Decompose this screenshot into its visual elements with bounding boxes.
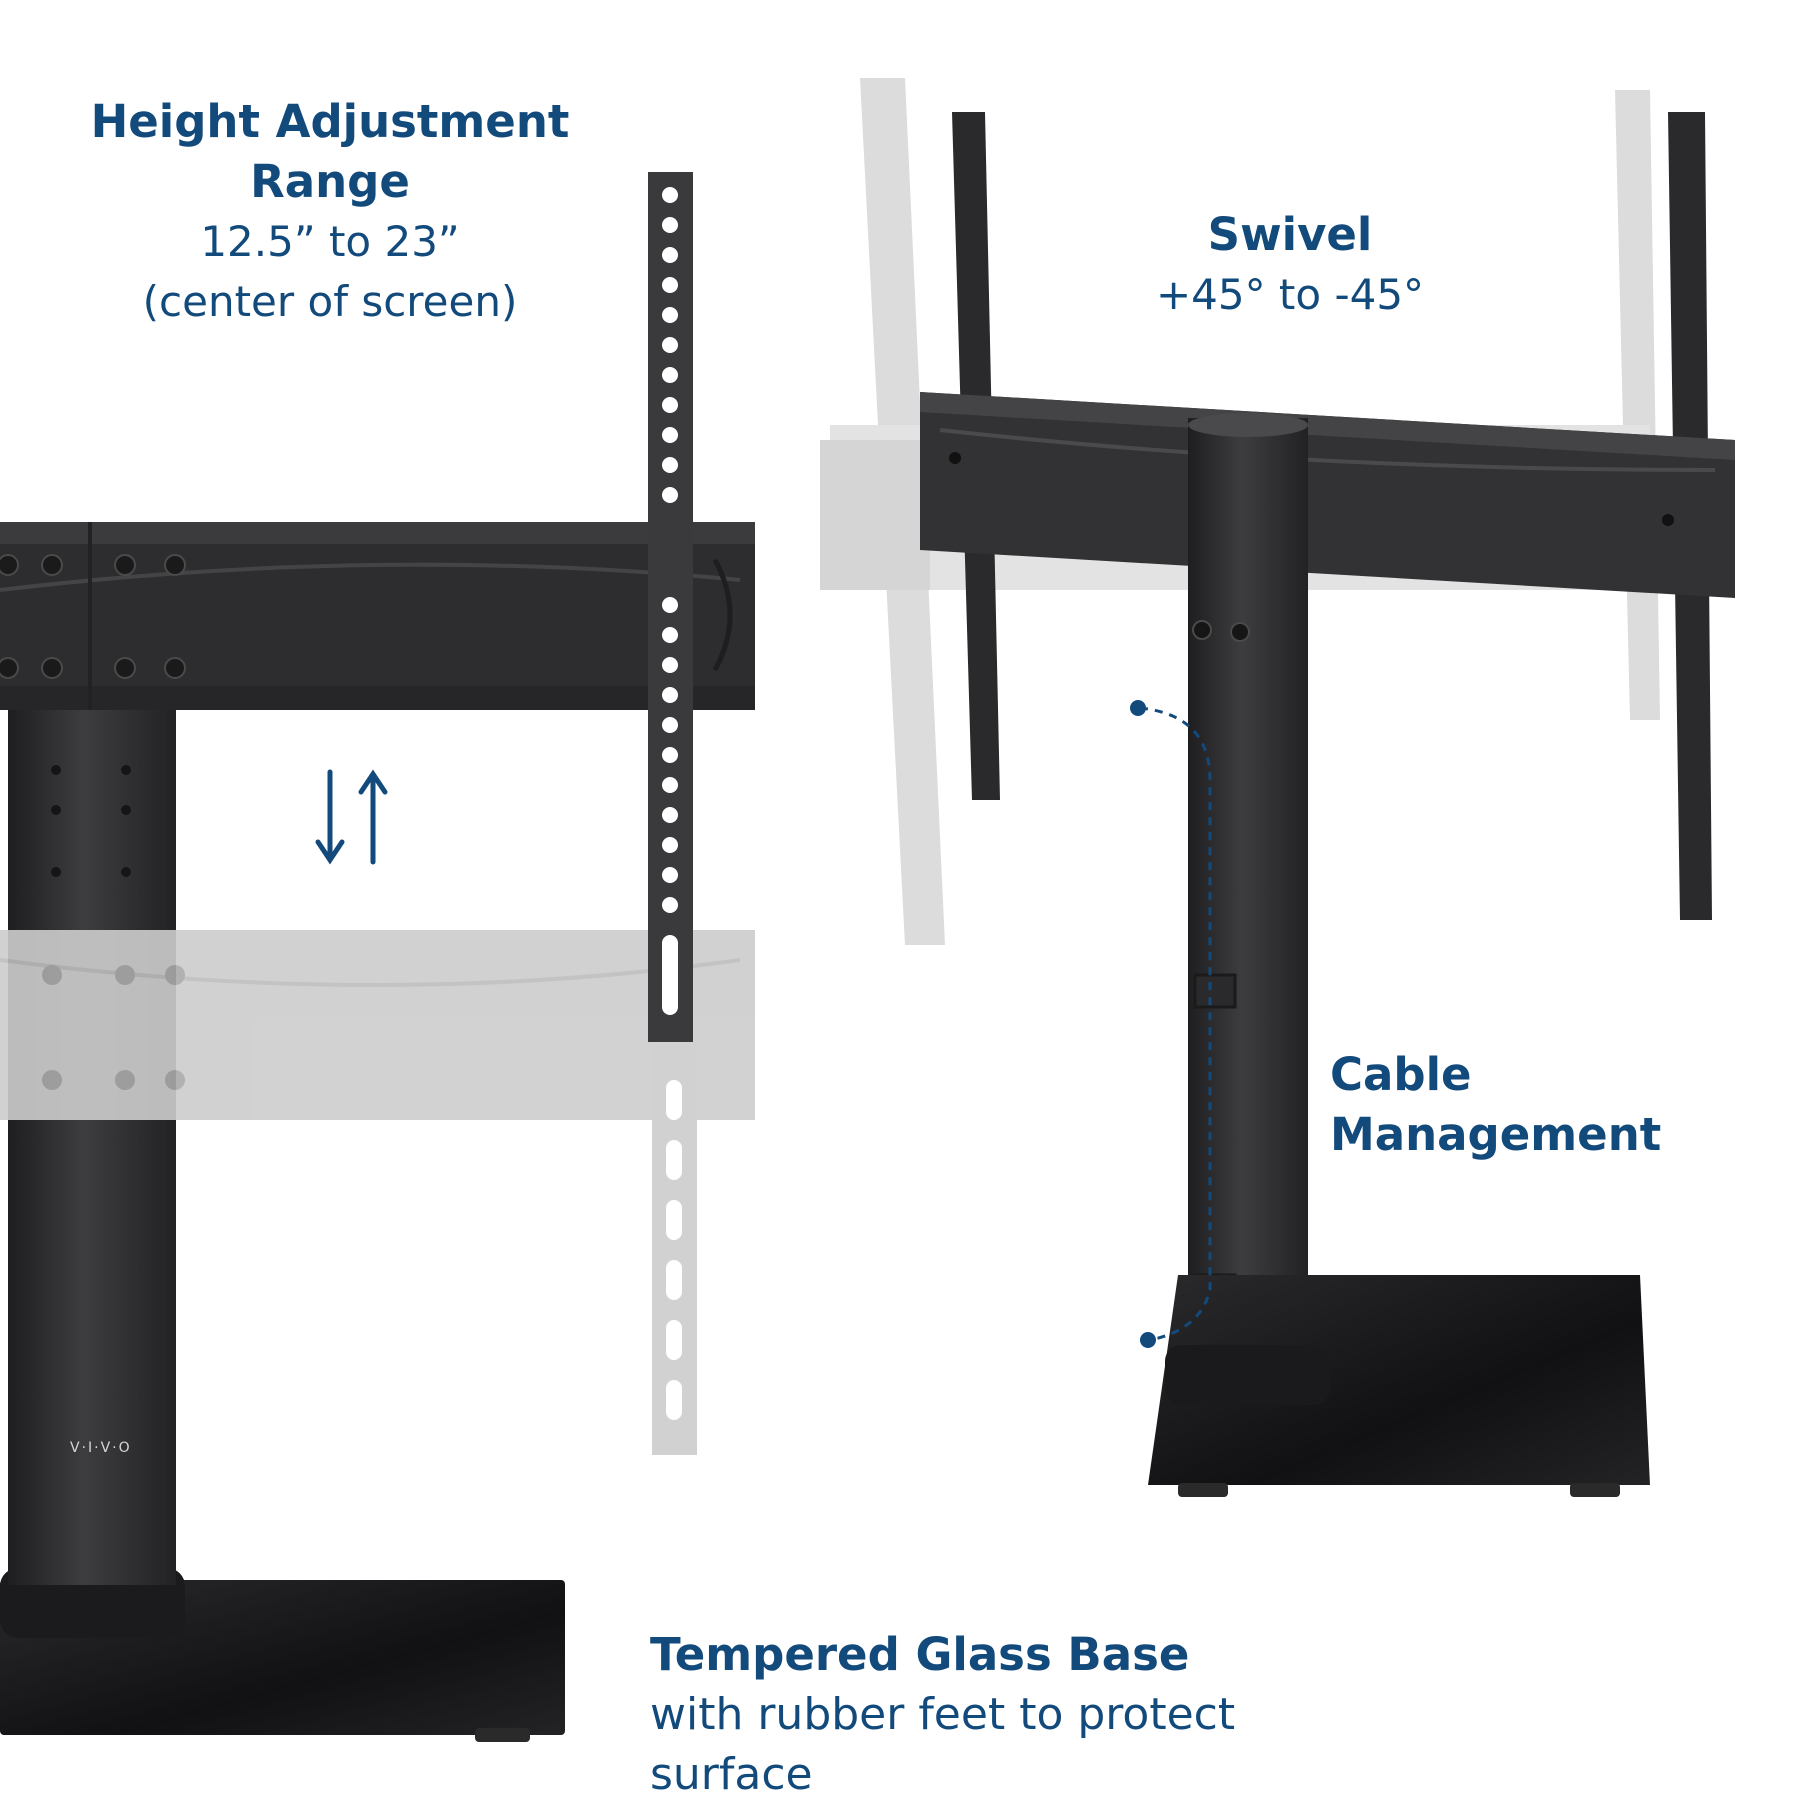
right-stand [820,78,1735,1497]
cable-path-icon [1139,706,1212,1342]
right-glass-base [1148,1275,1650,1485]
height-heading-line1: Height Adjustment [90,95,570,148]
up-down-arrows-icon [315,769,388,865]
glass-heading: Tempered Glass Base [650,1628,1190,1681]
brand-logo: V·I·V·O [70,1440,132,1456]
left-stand [0,172,755,1742]
ghost-crossbar-lowered [0,930,755,1120]
cable-management-label: Cable Management [1330,1045,1770,1165]
left-crossbar [0,522,755,710]
swivel-detail: +45° to -45° [1155,270,1425,319]
left-vertical-bracket [648,172,693,1042]
left-base-collar [0,1568,185,1638]
left-column [8,705,176,1585]
height-detail-line1: 12.5” to 23” [200,217,460,266]
height-heading-line2: Range [250,155,410,208]
right-crossbar [920,392,1735,598]
swivel-label: Swivel +45° to -45° [1130,205,1450,325]
swivel-heading: Swivel [1207,208,1373,261]
height-adjustment-label: Height Adjustment Range 12.5” to 23” (ce… [90,92,570,332]
height-detail-line2: (center of screen) [142,277,518,326]
right-base-collar [1165,1345,1330,1405]
right-column [1188,418,1308,1373]
glass-detail: with rubber feet to protect surface [650,1689,1236,1800]
cable-heading: Cable Management [1330,1048,1662,1161]
glass-base-label: Tempered Glass Base with rubber feet to … [650,1625,1390,1805]
